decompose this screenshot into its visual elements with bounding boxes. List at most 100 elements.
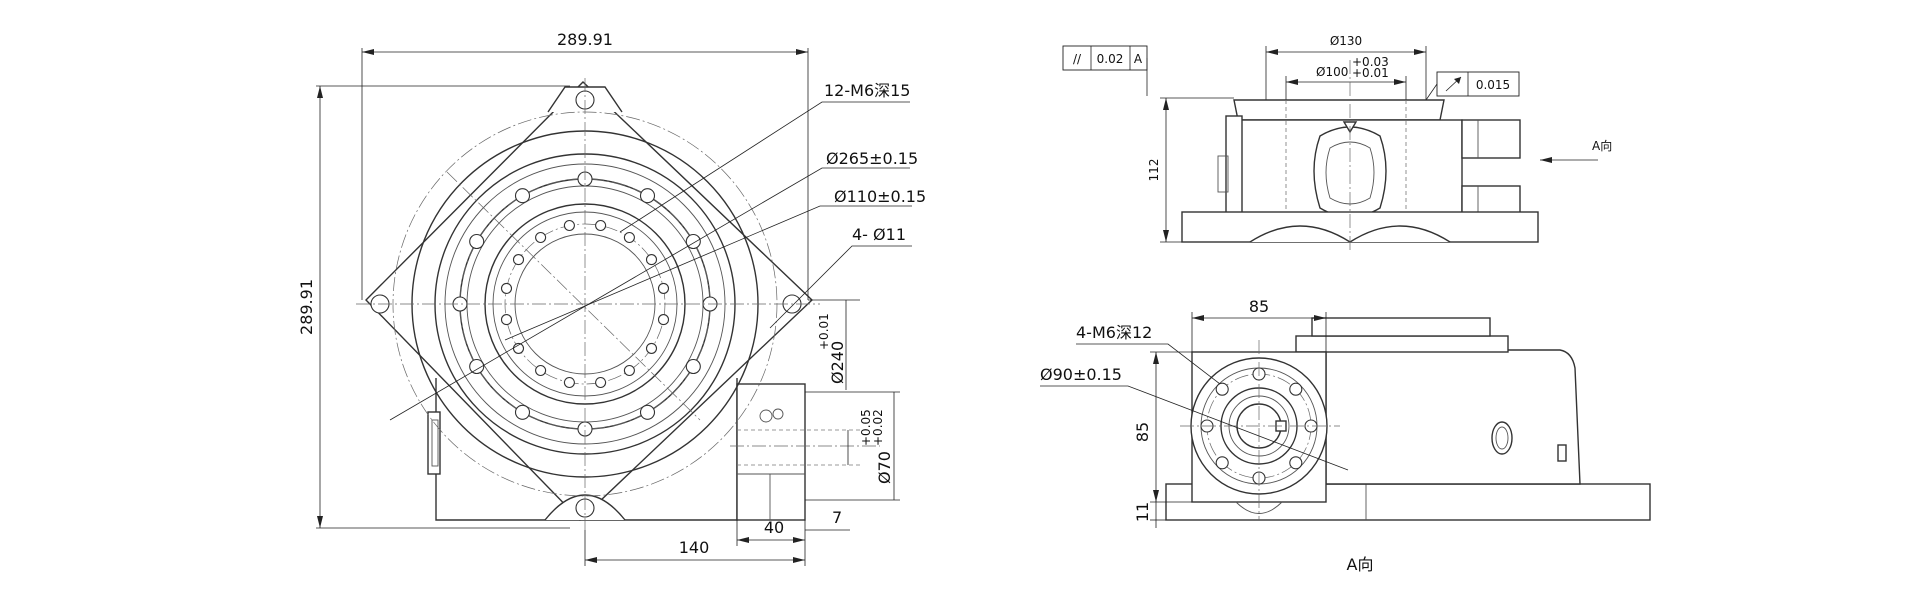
dim-70-text: Ø70 [875,451,894,484]
a-bolt-circle [1200,367,1318,485]
inner-bolt-hole [512,254,525,266]
a-dim-85-top-text: 85 [1249,297,1269,316]
outer-bolt-hole [469,358,485,375]
inner-bolt-hole [500,282,513,294]
outer-bolt-hole [469,233,485,250]
a-view: 85 4-M6深12 Ø90±0.15 85 11 A向 [1040,297,1651,574]
dim-112-arrow-b [1163,230,1169,242]
outer-bolt-hole [514,188,531,204]
a-leader-pcd [1040,385,1349,471]
side-window-inner [1325,141,1375,205]
side-knob [427,411,441,475]
callout-mount-holes: 4- Ø11 [852,225,906,244]
leader-mount-holes [769,245,912,329]
a-callout-tapped: 4-M6深12 [1076,323,1152,342]
side-knob-inner [431,419,439,467]
dim-112-text: 112 [1147,159,1161,182]
callout-pcd-outer: Ø265±0.15 [826,149,918,168]
input-housing [736,383,806,521]
dim-130-arrow-r [1414,49,1426,55]
a-dim-85-side-text: 85 [1133,422,1152,442]
outer-bolt-hole [514,404,531,420]
inner-bolt-hole [645,342,658,354]
dim-130-text: Ø130 [1330,34,1362,48]
side-window [1313,126,1387,218]
dim-100-arrow-l [1286,79,1298,85]
front-view: 289.91 289.91 12-M6深15 Ø265±0.15 Ø110±0.… [297,30,926,566]
gdt-flatness-value: 0.02 [1097,52,1124,66]
input-hole-a [759,409,773,423]
inner-bolt-circle [500,219,670,389]
input-hole-b [772,408,784,420]
gdt-flatness-symbol: // [1073,52,1082,66]
dim-70-tol-upper: +0.05 [859,409,873,446]
inner-bolt-hole [563,376,575,389]
dim-100-tol-lower: +0.01 [1352,66,1389,80]
a-view-title: A向 [1347,555,1374,574]
inner-bolt-hole [657,282,670,294]
dim-width-arrow-r [796,49,808,55]
outer-bolt-hole [639,404,656,420]
dim-7-text: 7 [832,508,842,527]
a-lower-arch [1235,501,1283,514]
dim-130-arrow-l [1266,49,1278,55]
dim-40-arrow-r [793,537,805,543]
inner-bolt-hole [595,219,607,232]
dim-70-tol-lower: +0.02 [871,409,885,446]
gdt-runout-leader [1425,83,1438,101]
a-dim-85s-arrow-t [1153,352,1159,364]
leader-pcd-outer [389,167,910,421]
side-input-top [1461,119,1521,159]
a-bolt-hole [1289,382,1303,396]
dim-40-arrow-l [737,537,749,543]
dim-height-text: 289.91 [297,279,316,335]
a-main-body [1325,349,1581,485]
dim-240-tol: +0.01 [817,313,831,350]
a-top-flange [1311,317,1491,337]
side-top-flange [1233,99,1445,121]
gdt-flatness-datum: A [1134,52,1143,66]
dim-240-text: Ø240 [828,341,847,384]
leader-tapped-holes [619,101,910,233]
a-dim-85-arrow-l [1192,315,1204,321]
outer-bolt-hole [685,358,701,375]
a-callout-pcd: Ø90±0.15 [1040,365,1122,384]
side-view: // 0.02 A Ø130 Ø100 +0.03 +0.01 0.015 [1062,34,1612,250]
dim-100-tol-upper: +0.03 [1352,55,1389,69]
inner-bolt-hole [645,254,658,266]
dim-112-arrow-t [1163,98,1169,110]
a-leader-tapped [1076,343,1221,385]
a-side-plug [1557,444,1567,462]
inner-bolt-hole [500,314,513,326]
inner-bolt-hole [535,364,547,377]
gdt-runout-frame [1436,71,1520,97]
leader-pcd-inner [504,205,912,341]
callout-pcd-inner: Ø110±0.15 [834,187,926,206]
outer-bolt-hole [639,188,656,204]
a-bolt-hole [1215,456,1229,470]
a-bolt-hole [1215,382,1229,396]
inner-bolt-hole [657,314,670,326]
dim-140-arrow-l [585,557,597,563]
inner-bolt-hole [623,364,635,377]
dim-width-arrow-l [362,49,374,55]
inner-bolt-hole [595,376,607,389]
a-side-port-inner [1495,426,1509,450]
gdt-flatness-frame [1062,45,1148,71]
a-dim-85-arrow-r [1314,315,1326,321]
inner-bolt-hole [623,231,635,244]
side-left-knob [1217,155,1229,193]
inner-bolt-hole [563,219,575,232]
dim-100-arrow-r [1394,79,1406,85]
view-arrow-head [1540,157,1552,163]
inner-bolt-hole [535,231,547,244]
dim-height-arrow-t [317,86,323,98]
dim-140-text: 140 [679,538,710,557]
outer-bolt-circle [452,171,718,437]
a-top-plate [1295,335,1509,353]
a-dim-11-text: 11 [1133,502,1152,522]
a-side-port [1491,421,1513,455]
gdt-runout-value: 0.015 [1476,78,1510,92]
outer-bolt-hole [685,233,701,250]
